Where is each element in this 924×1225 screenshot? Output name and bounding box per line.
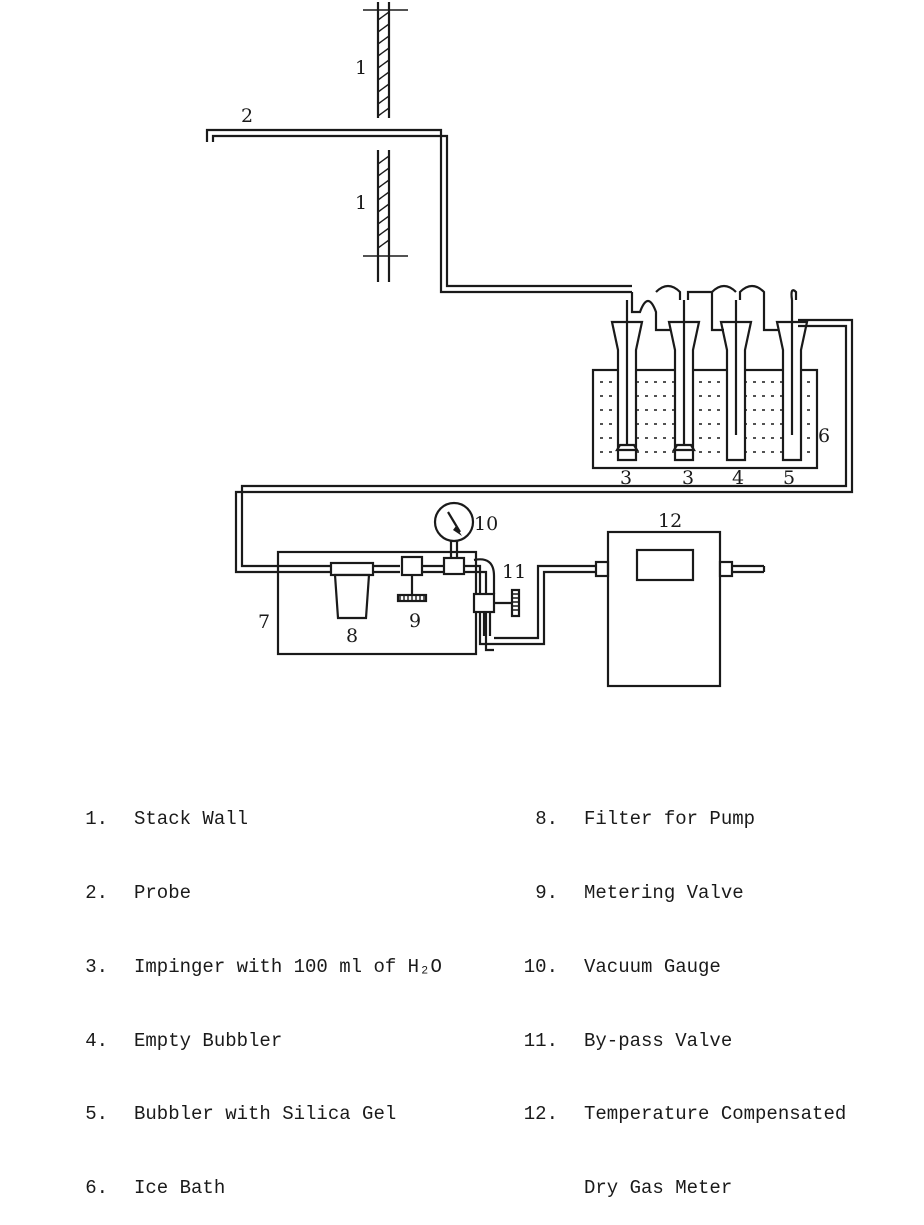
legend-item: 1. Stack Wall [80, 807, 442, 832]
legend-number: 5. [85, 1103, 108, 1126]
label-pump-box: 7 [258, 611, 270, 633]
legend-text: By-pass Valve [584, 1029, 733, 1052]
legend-text: Filter for Pump [584, 808, 756, 831]
silica-bubbler [775, 300, 809, 462]
legend-left: 1. Stack Wall 2. Probe 3. Impinger with 100… [80, 758, 442, 1225]
vacuum-gauge [433, 501, 475, 576]
legend-text: Stack Wall [134, 808, 249, 831]
sampling-train-diagram: 1 1 2 3 3 4 5 6 7 8 9 10 11 12 [205, 2, 854, 688]
filter [278, 561, 400, 620]
legend-number [518, 1176, 558, 1201]
label-empty-bubbler: 4 [732, 467, 744, 489]
legend-number: 9. [535, 881, 558, 904]
legend-item: 8. Filter for Pump [518, 807, 846, 832]
metering-valve [396, 555, 444, 603]
impinger-2 [667, 300, 701, 462]
impinger-1 [610, 300, 644, 462]
stack-wall-lower [363, 150, 408, 282]
legend-text: Empty Bubbler [134, 1029, 283, 1052]
label-vacuum-gauge: 10 [474, 513, 498, 535]
label-ice-bath: 6 [818, 425, 830, 447]
legend-item: Dry Gas Meter [518, 1176, 846, 1201]
legend-item: 3. Impinger with 100 ml of H₂O [80, 955, 442, 980]
label-stack-wall-top: 1 [355, 57, 367, 79]
legend-text: Bubbler with Silica Gel [134, 1103, 397, 1126]
legend-number: 1. [85, 808, 108, 831]
legend-right: 8. Filter for Pump 9. Metering Valve 10. Va… [518, 758, 846, 1225]
label-bypass-valve: 11 [502, 561, 526, 583]
label-gas-meter: 12 [658, 510, 682, 532]
legend-number: 10. [523, 955, 558, 978]
legend-item: 11. By-pass Valve [518, 1029, 846, 1054]
legend-text: Temperature Compensated [584, 1103, 847, 1126]
label-stack-wall-bottom: 1 [355, 192, 367, 214]
empty-bubbler [719, 300, 753, 462]
meter-inlet-line [494, 560, 610, 646]
legend-item: 12. Temperature Compensated [518, 1102, 846, 1127]
legend-number: 2. [85, 881, 108, 904]
label-probe: 2 [241, 105, 253, 127]
label-impinger-b: 3 [682, 467, 694, 489]
stack-wall-upper [363, 2, 408, 118]
bypass-valve [464, 558, 521, 652]
probe [205, 128, 632, 294]
legend-item: 4. Empty Bubbler [80, 1029, 442, 1054]
ice-bath [591, 368, 819, 470]
dry-gas-meter [606, 530, 766, 688]
legend-text: Ice Bath [134, 1177, 226, 1200]
legend-item: 6. Ice Bath [80, 1176, 442, 1201]
impinger-connectors [630, 284, 798, 332]
legend-text: Dry Gas Meter [584, 1177, 733, 1200]
label-silica-bubbler: 5 [783, 467, 795, 489]
legend-text: Probe [134, 881, 192, 904]
outlet-line [234, 318, 854, 574]
label-filter: 8 [346, 625, 358, 647]
legend-number: 3. [85, 955, 108, 978]
label-impinger-a: 3 [620, 467, 632, 489]
legend-number: 6. [85, 1177, 108, 1200]
legend-item: 5. Bubbler with Silica Gel [80, 1102, 442, 1127]
legend-number: 8. [535, 808, 558, 831]
legend-item: 2. Probe [80, 881, 442, 906]
legend-item: 10. Vacuum Gauge [518, 955, 846, 980]
legend-number: 11. [523, 1029, 558, 1052]
legend-text: Impinger with 100 ml of H₂O [134, 955, 442, 978]
legend-number: 12. [523, 1103, 558, 1126]
legend-text: Metering Valve [584, 881, 744, 904]
legend-text: Vacuum Gauge [584, 955, 721, 978]
legend-item: 9. Metering Valve [518, 881, 846, 906]
legend-number: 4. [85, 1029, 108, 1052]
label-metering-valve: 9 [409, 610, 421, 632]
